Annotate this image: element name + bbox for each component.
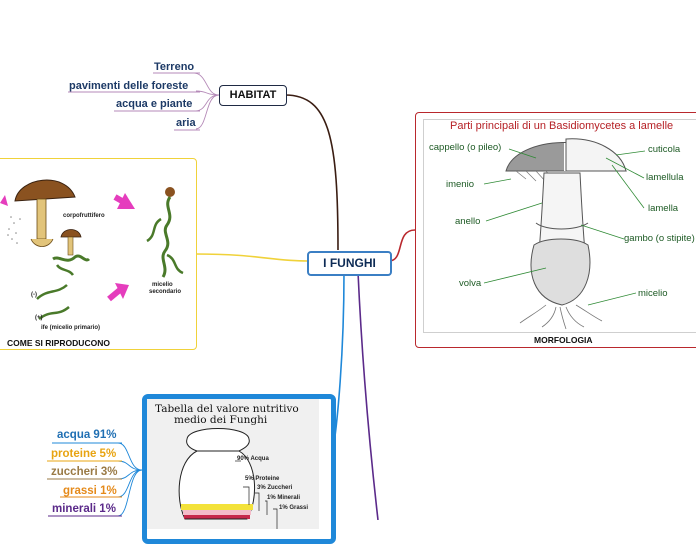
label-ife: ife (micelio primario)	[41, 325, 101, 331]
reproduction-card[interactable]: corpofruttifero (-) (+) ife (micelio pri…	[0, 158, 197, 350]
reproduction-caption: COME SI RIPRODUCONO	[7, 338, 110, 348]
part-micelio: micelio	[638, 288, 668, 299]
bar-label-acqua: 90% Acqua	[237, 456, 269, 462]
label-secondario: secondario	[149, 289, 182, 295]
bar-label-grassi: 1% Grassi	[279, 505, 309, 511]
part-cuticola: cuticola	[648, 144, 681, 155]
nutrition-card[interactable]: Tabella del valore nutritivo medio dei F…	[142, 394, 336, 544]
connectors	[47, 72, 416, 520]
part-lamellula: lamellula	[646, 172, 684, 183]
label-corpofruttifero: corpofruttifero	[63, 213, 105, 219]
part-volva: volva	[459, 278, 482, 289]
part-lamella: lamella	[648, 203, 679, 214]
central-topic[interactable]: I FUNGHI	[307, 251, 392, 276]
habitat-item-aria[interactable]: aria	[176, 117, 196, 129]
label-micelio: micelio	[152, 282, 173, 288]
morphology-title: Parti principali di un Basidiomycetes a …	[450, 120, 674, 132]
morphology-card[interactable]: Parti principali di un Basidiomycetes a …	[415, 112, 696, 348]
nutrition-mushroom-chart	[178, 428, 278, 529]
label-minus: (-)	[31, 292, 37, 298]
label-plus: (+)	[35, 315, 43, 321]
nutrient-grassi[interactable]: grassi 1%	[63, 485, 117, 497]
part-gambo: gambo (o stipite)	[624, 233, 695, 244]
nutrient-zuccheri[interactable]: zuccheri 3%	[51, 466, 118, 478]
habitat-item-terreno[interactable]: Terreno	[154, 61, 195, 73]
morphology-caption: MORFOLOGIA	[534, 335, 593, 345]
habitat-item-acqua[interactable]: acqua e piante	[116, 98, 193, 110]
bar-label-proteine: 5% Proteine	[245, 476, 280, 482]
habitat-item-foreste[interactable]: pavimenti delle foreste	[69, 80, 189, 92]
part-imenio: imenio	[446, 179, 474, 190]
nutrient-proteine[interactable]: proteine 5%	[51, 448, 117, 460]
bar-label-zuccheri: 3% Zuccheri	[257, 485, 293, 491]
mushroom-diagram	[483, 138, 646, 330]
nutrient-minerali[interactable]: minerali 1%	[52, 503, 116, 515]
table-title-line1: Tabella del valore nutritivo	[155, 403, 299, 415]
table-title-line2: medio dei Funghi	[174, 414, 268, 426]
nutrient-acqua[interactable]: acqua 91%	[57, 429, 117, 441]
bar-label-minerali: 1% Minerali	[267, 495, 301, 501]
reproduction-illustration	[0, 179, 184, 321]
habitat-topic[interactable]: HABITAT	[219, 85, 287, 106]
part-cappello: cappello (o pileo)	[429, 142, 502, 153]
part-anello: anello	[455, 216, 481, 227]
